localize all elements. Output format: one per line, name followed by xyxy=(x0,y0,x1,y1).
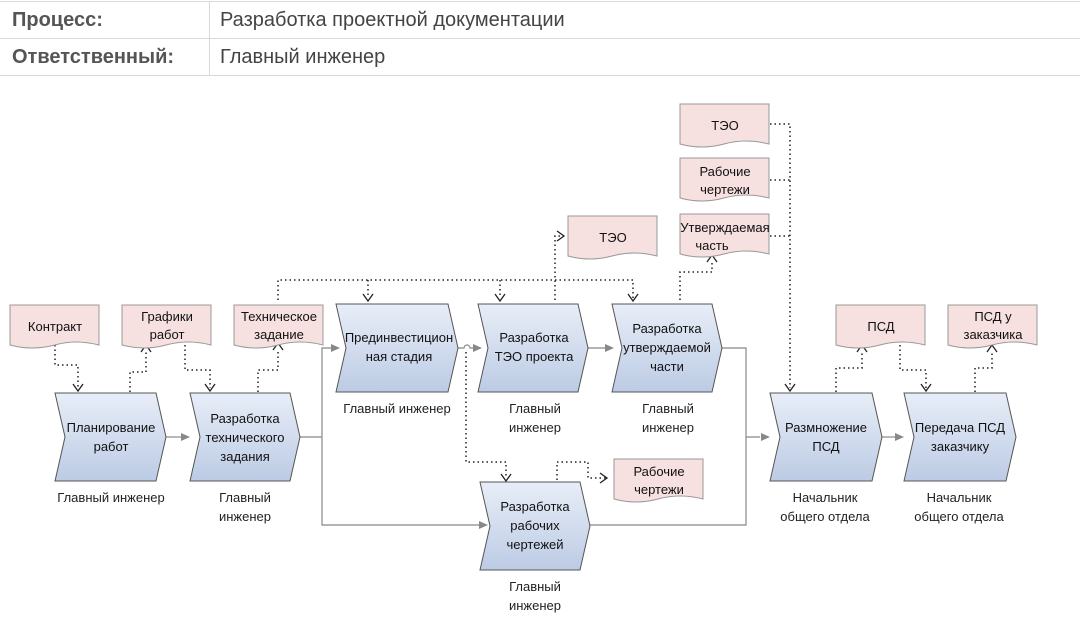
role-preinvest: Главный инженер xyxy=(343,401,450,416)
process-row: Процесс: Разработка проектной документац… xyxy=(0,1,1080,39)
svg-text:ПСД: ПСД xyxy=(867,319,894,334)
flow-approved-to-copy xyxy=(722,347,760,438)
info-flows xyxy=(54,123,998,484)
svg-text:ТЭО: ТЭО xyxy=(599,230,626,245)
role-planning: Главный инженер xyxy=(57,490,164,505)
flow-working-to-copy xyxy=(590,437,747,526)
svg-text:ТЭО: ТЭО xyxy=(711,118,738,133)
owner-label: Ответственный: xyxy=(0,39,210,75)
owner-row: Ответственный: Главный инженер xyxy=(0,39,1080,76)
document-teo-mid: ТЭО xyxy=(567,215,658,260)
flow-tech-split xyxy=(300,347,480,526)
flow-preinvest-to-teo xyxy=(458,344,474,349)
process-label: Процесс: xyxy=(0,2,210,38)
document-teo-top: ТЭО xyxy=(679,103,770,148)
document-contract: Контракт xyxy=(9,304,100,349)
svg-text:Контракт: Контракт xyxy=(28,319,82,334)
document-psd: ПСД xyxy=(835,304,926,349)
owner-value: Главный инженер xyxy=(220,45,386,68)
flow-connectors xyxy=(166,344,904,529)
process-value: Разработка проектной документации xyxy=(220,8,565,31)
